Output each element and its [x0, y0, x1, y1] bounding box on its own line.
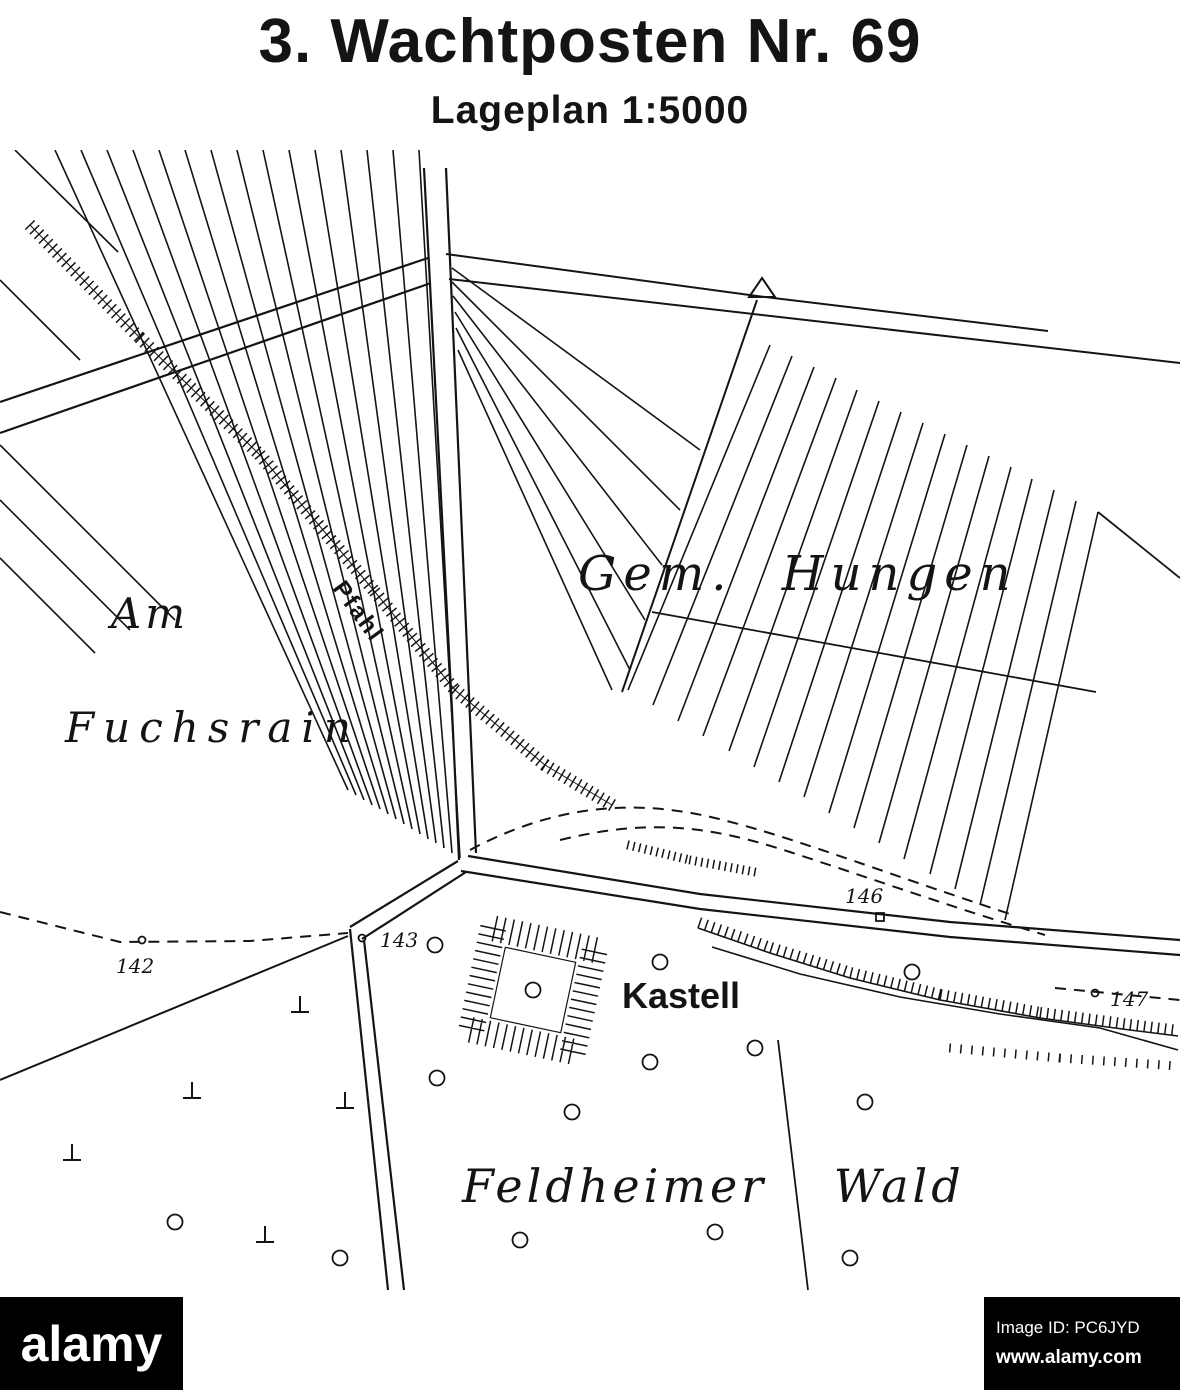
limes-hatching-east: [697, 917, 1174, 1036]
hungen-mid-boundary: [651, 611, 1097, 693]
label-elevation-143: 143: [380, 928, 418, 952]
alamy-logo: alamy: [0, 1297, 183, 1390]
symbol-dots: [83, 953, 925, 1270]
survey-triangle-icon: [747, 276, 777, 298]
palisade-line: [29, 224, 613, 806]
markers-group: [137, 276, 1100, 998]
elevation-marker-143: [357, 933, 367, 943]
sapling-symbols: [63, 996, 354, 1243]
tree-symbol-circles: [166, 936, 921, 1267]
field-strips-hungen: [627, 344, 1099, 921]
map-svg: Am Fuchsrain Gem. Hungen Feldheimer Wald…: [0, 150, 1180, 1290]
dashed-paths-group: [0, 806, 1180, 1001]
roads-group: [0, 150, 1180, 1290]
label-gem-hungen: Gem. Hungen: [578, 546, 1018, 602]
dashed-path-arc-upper: [469, 806, 1011, 915]
main-road: [422, 167, 478, 861]
hungen-left-boundary: [621, 299, 758, 693]
limes-line-east: [697, 927, 1179, 1037]
crossing-road: [0, 256, 432, 435]
elevation-marker-147: [1090, 988, 1100, 998]
hatch-patch-center: [626, 840, 757, 877]
junction-road: [349, 860, 467, 940]
southwest-road: [348, 928, 406, 1290]
label-am: Am: [107, 589, 189, 638]
vegetation-symbols-group: [63, 936, 925, 1270]
map-subtitle: Lageplan 1:5000: [430, 89, 750, 132]
watermark-image-id: Image ID: PC6JYD: [996, 1318, 1140, 1337]
watermark-info: Image ID: PC6JYD www.alamy.com: [984, 1297, 1180, 1390]
left-field-boundary: [0, 935, 349, 1081]
central-wedge-strips: [451, 267, 701, 691]
watermark-url: www.alamy.com: [996, 1347, 1142, 1368]
elevation-marker-146: [875, 912, 885, 922]
dashed-path-east: [1054, 987, 1180, 1001]
label-fuchsrain: Fuchsrain: [64, 703, 360, 752]
label-elevation-146: 146: [845, 884, 883, 908]
east-road: [460, 854, 1180, 957]
boundary-line-upper-1: [445, 253, 1049, 332]
field-strips-group: [54, 150, 1099, 921]
dashed-path-arc-lower: [559, 826, 1046, 936]
kastell-rampart-ticks: [458, 915, 608, 1065]
label-kastell: Kastell: [622, 975, 740, 1016]
map-header: 3. Wachtposten Nr. 69 Lageplan 1:5000: [0, 0, 1180, 133]
corner-strips: [0, 150, 119, 361]
label-elevation-147: 147: [1110, 987, 1148, 1011]
field-strips-left: [54, 150, 461, 859]
boundary-line-upper-2: [448, 278, 1180, 364]
dashed-path-west: [0, 911, 349, 944]
left-edge-strips: [0, 444, 176, 654]
elevation-marker-142: [137, 935, 147, 945]
hungen-right-boundary: [1097, 511, 1180, 579]
limes-tick-row: [948, 1043, 1171, 1070]
watermark-bar: alamy Image ID: PC6JYD www.alamy.com: [0, 1297, 1180, 1390]
label-elevation-142: 142: [116, 954, 154, 978]
kastell-inner-outline: [489, 946, 577, 1034]
limes-line-east-2: [711, 946, 1179, 1051]
forest-divider-line: [777, 1039, 809, 1290]
map-title: 3. Wachtposten Nr. 69: [258, 7, 922, 76]
hatched-features-group: [24, 219, 1179, 1070]
label-feldheimer-wald: Feldheimer Wald: [461, 1159, 965, 1213]
